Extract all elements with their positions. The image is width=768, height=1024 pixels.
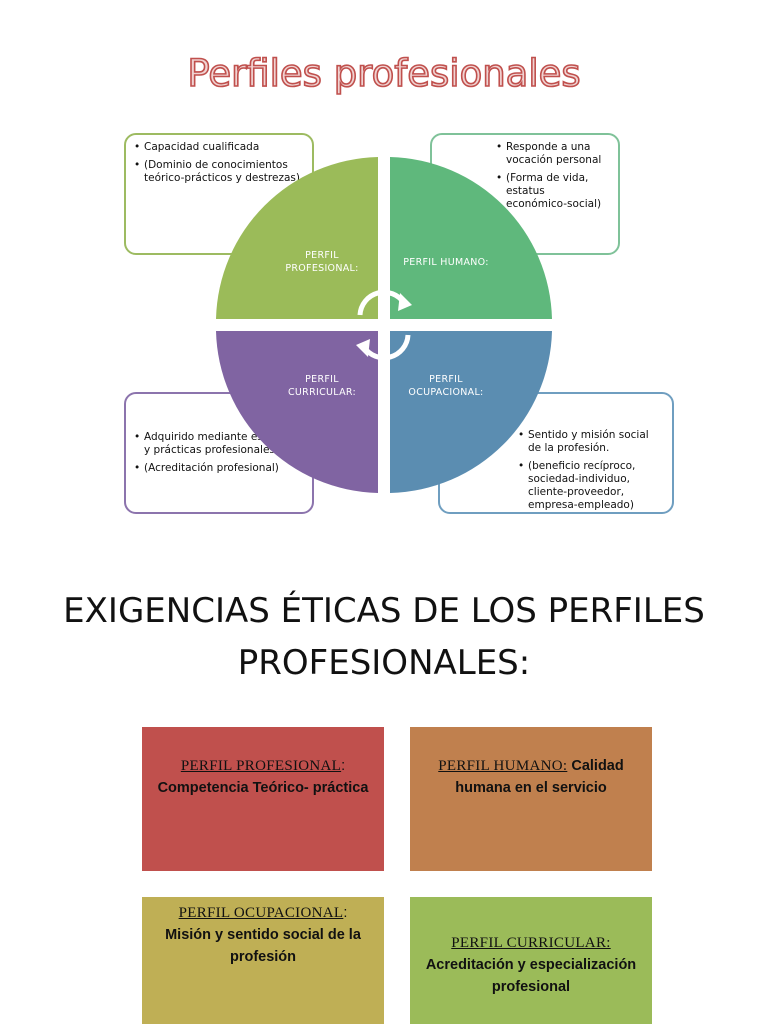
exigencia-separator: : — [343, 905, 348, 921]
box-ocupacional-item: Sentido y misión social de la profesión. — [518, 429, 664, 455]
page-title: Perfiles profesionales — [0, 48, 768, 108]
circular-arrows-icon — [356, 289, 412, 361]
exigencia-value: Calidad humana en el servicio — [455, 758, 624, 796]
quadrant-label-humano: PERFIL HUMANO: — [403, 257, 489, 268]
box-humano-item: (Forma de vida, estatus económico-social… — [496, 172, 608, 211]
box-profesional-item: (Dominio de conocimientos teórico-prácti… — [134, 159, 304, 185]
box-humano-item: Responde a una vocación personal — [496, 141, 608, 167]
exigencia-curricular: PERFIL CURRICULAR: Acreditación y especi… — [410, 897, 652, 1024]
box-ocupacional-item: (beneficio recíproco, sociedad-individuo… — [518, 460, 664, 512]
exigencia-label: PERFIL PROFESIONAL — [180, 758, 342, 774]
exigencia-value: Acreditación y especialización profesion… — [425, 957, 637, 995]
exigencia-value: Competencia Teórico- práctica — [157, 780, 369, 796]
quadrant-profesional — [216, 157, 378, 319]
exigencia-ocupacional: PERFIL OCUPACIONAL: Misión y sentido soc… — [142, 897, 384, 1024]
quadrant-curricular — [216, 331, 378, 493]
quadrant-humano — [390, 157, 552, 319]
exigencia-separator: : — [341, 758, 346, 774]
exigencia-label: PERFIL HUMANO: — [438, 758, 568, 774]
box-curricular-item: (Acreditación profesional) — [134, 462, 304, 475]
exigencia-profesional: PERFIL PROFESIONAL: Competencia Teórico-… — [142, 727, 384, 871]
box-profesional-item: Capacidad cualificada — [134, 141, 304, 154]
exigencia-humano: PERFIL HUMANO: Calidad humana en el serv… — [410, 727, 652, 871]
exigencia-label: PERFIL OCUPACIONAL — [178, 905, 344, 921]
exigencia-label: PERFIL CURRICULAR: — [451, 935, 611, 951]
profiles-circle-diagram — [216, 157, 552, 493]
quadrant-ocupacional — [390, 331, 552, 493]
exigencia-value: Misión y sentido social de la profesión — [165, 927, 361, 965]
page-title-text: Perfiles profesionales — [187, 52, 580, 95]
